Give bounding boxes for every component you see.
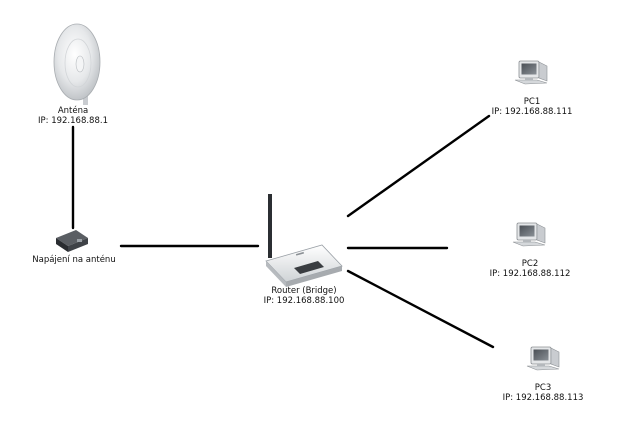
link-router-pc3 <box>346 269 495 349</box>
pc2-node[interactable]: PC2 IP: 192.168.88.112 <box>490 222 571 279</box>
links <box>71 114 495 349</box>
link-router-pc1 <box>346 114 491 218</box>
pc2-ip: IP: 192.168.88.112 <box>490 269 571 279</box>
pc2-name: PC2 <box>522 259 538 269</box>
dish-antenna-icon <box>53 23 101 105</box>
antenna-ip: IP: 192.168.88.1 <box>38 116 108 126</box>
pc3-node[interactable]: PC3 IP: 192.168.88.113 <box>503 346 584 403</box>
antenna-node[interactable]: Anténa IP: 192.168.88.1 <box>38 23 108 126</box>
pc1-node[interactable]: PC1 IP: 192.168.88.111 <box>492 60 573 117</box>
desktop-computer-icon <box>514 60 548 85</box>
router-ip: IP: 192.168.88.100 <box>264 296 345 306</box>
antenna-name: Anténa <box>58 105 88 116</box>
poe-injector-icon <box>56 230 88 252</box>
desktop-computer-icon <box>512 222 546 247</box>
wireless-router-icon <box>265 194 343 287</box>
pc3-ip: IP: 192.168.88.113 <box>503 393 584 403</box>
injector-name: Napájení na anténu <box>32 254 115 265</box>
pc1-name: PC1 <box>524 97 540 107</box>
desktop-computer-icon <box>526 346 560 371</box>
router-node[interactable]: Router (Bridge) IP: 192.168.88.100 <box>264 194 345 306</box>
router-name: Router (Bridge) <box>271 286 336 296</box>
pc3-name: PC3 <box>535 383 551 393</box>
injector-node[interactable]: Napájení na anténu <box>32 230 116 265</box>
pc1-ip: IP: 192.168.88.111 <box>492 107 573 117</box>
